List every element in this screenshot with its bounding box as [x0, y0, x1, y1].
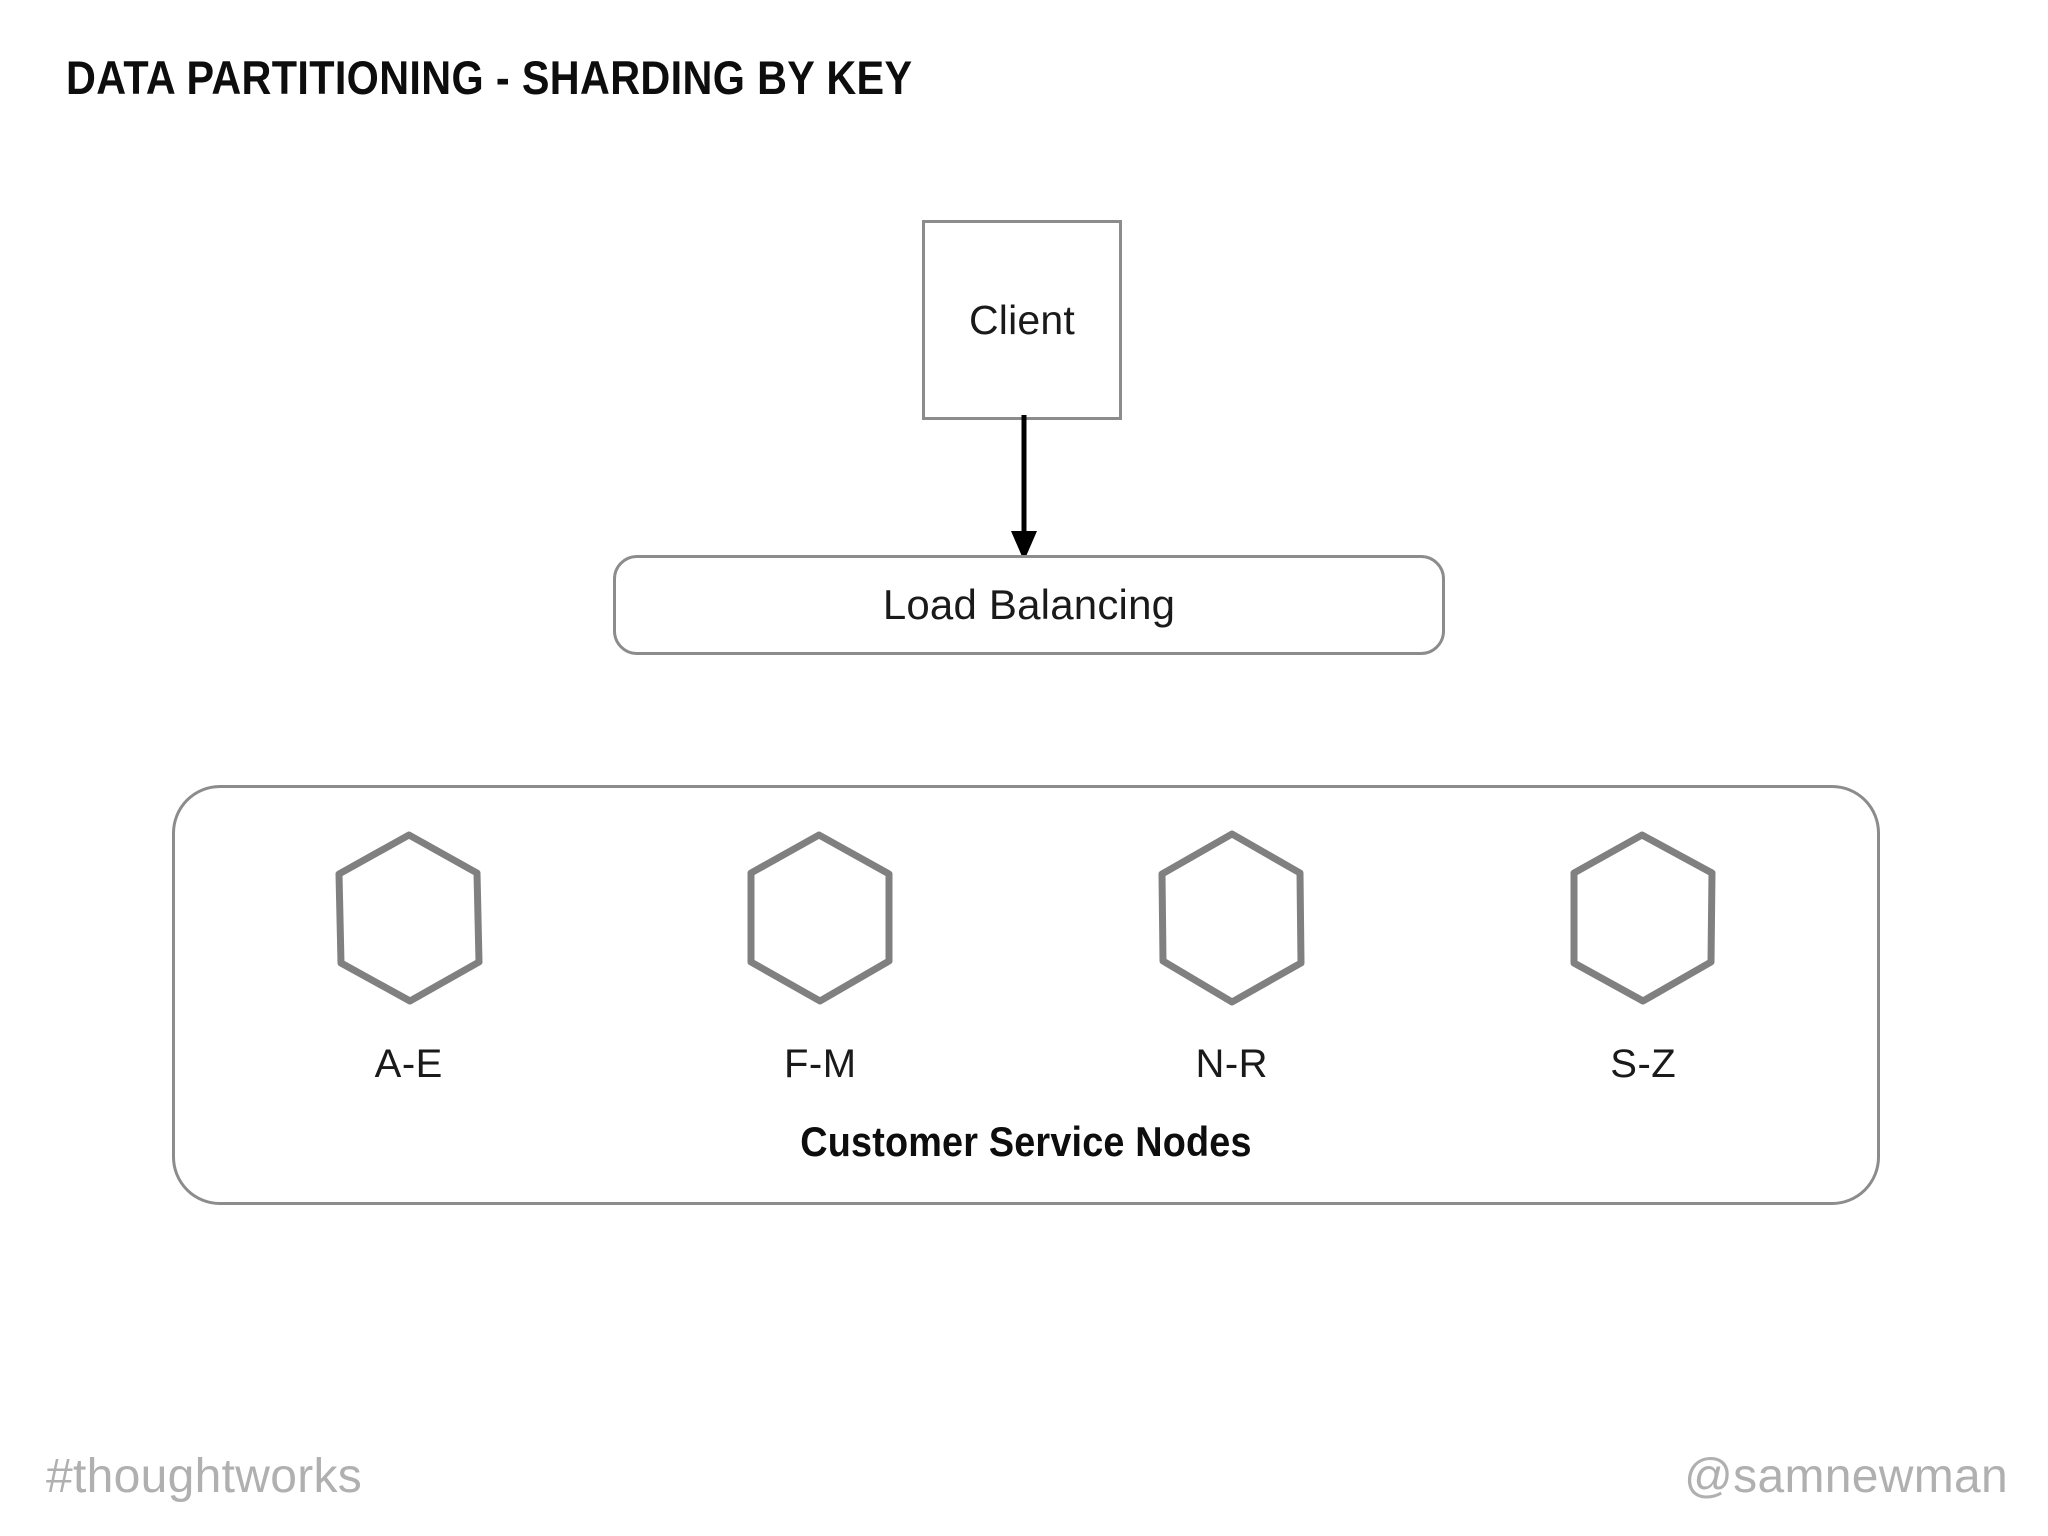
load-balancing-node: Load Balancing	[613, 555, 1445, 655]
shard-node-a-e: A-E	[299, 788, 519, 1084]
shard-node-label: N-R	[1195, 1042, 1269, 1086]
client-node-label: Client	[968, 296, 1076, 343]
shard-node-s-z: S-Z	[1533, 788, 1753, 1084]
hexagon-icon	[747, 831, 893, 1005]
customer-service-nodes-group: A-E F-M N-R S-Z Customer S	[172, 785, 1880, 1205]
page-title: DATA PARTITIONING - SHARDING BY KEY	[66, 51, 913, 104]
hexagon-icon	[335, 831, 483, 1005]
client-node: Client	[922, 220, 1122, 420]
shard-node-label: F-M	[783, 1042, 857, 1086]
hexagon-icon	[1570, 831, 1716, 1005]
hexagon-icon	[1158, 830, 1305, 1006]
customer-service-nodes-caption: Customer Service Nodes	[800, 1118, 1252, 1165]
client-to-load-balancing-arrow-icon	[1011, 415, 1037, 561]
shard-node-label: S-Z	[1610, 1042, 1677, 1086]
shard-nodes-row: A-E F-M N-R S-Z	[175, 788, 1877, 1098]
load-balancing-node-label: Load Balancing	[882, 581, 1176, 628]
footer-hashtag: #thoughtworks	[46, 1450, 363, 1503]
shard-node-label: A-E	[374, 1042, 443, 1086]
footer-handle: @samnewman	[1684, 1450, 2008, 1503]
shard-node-n-r: N-R	[1122, 788, 1342, 1084]
shard-node-f-m: F-M	[710, 788, 930, 1084]
